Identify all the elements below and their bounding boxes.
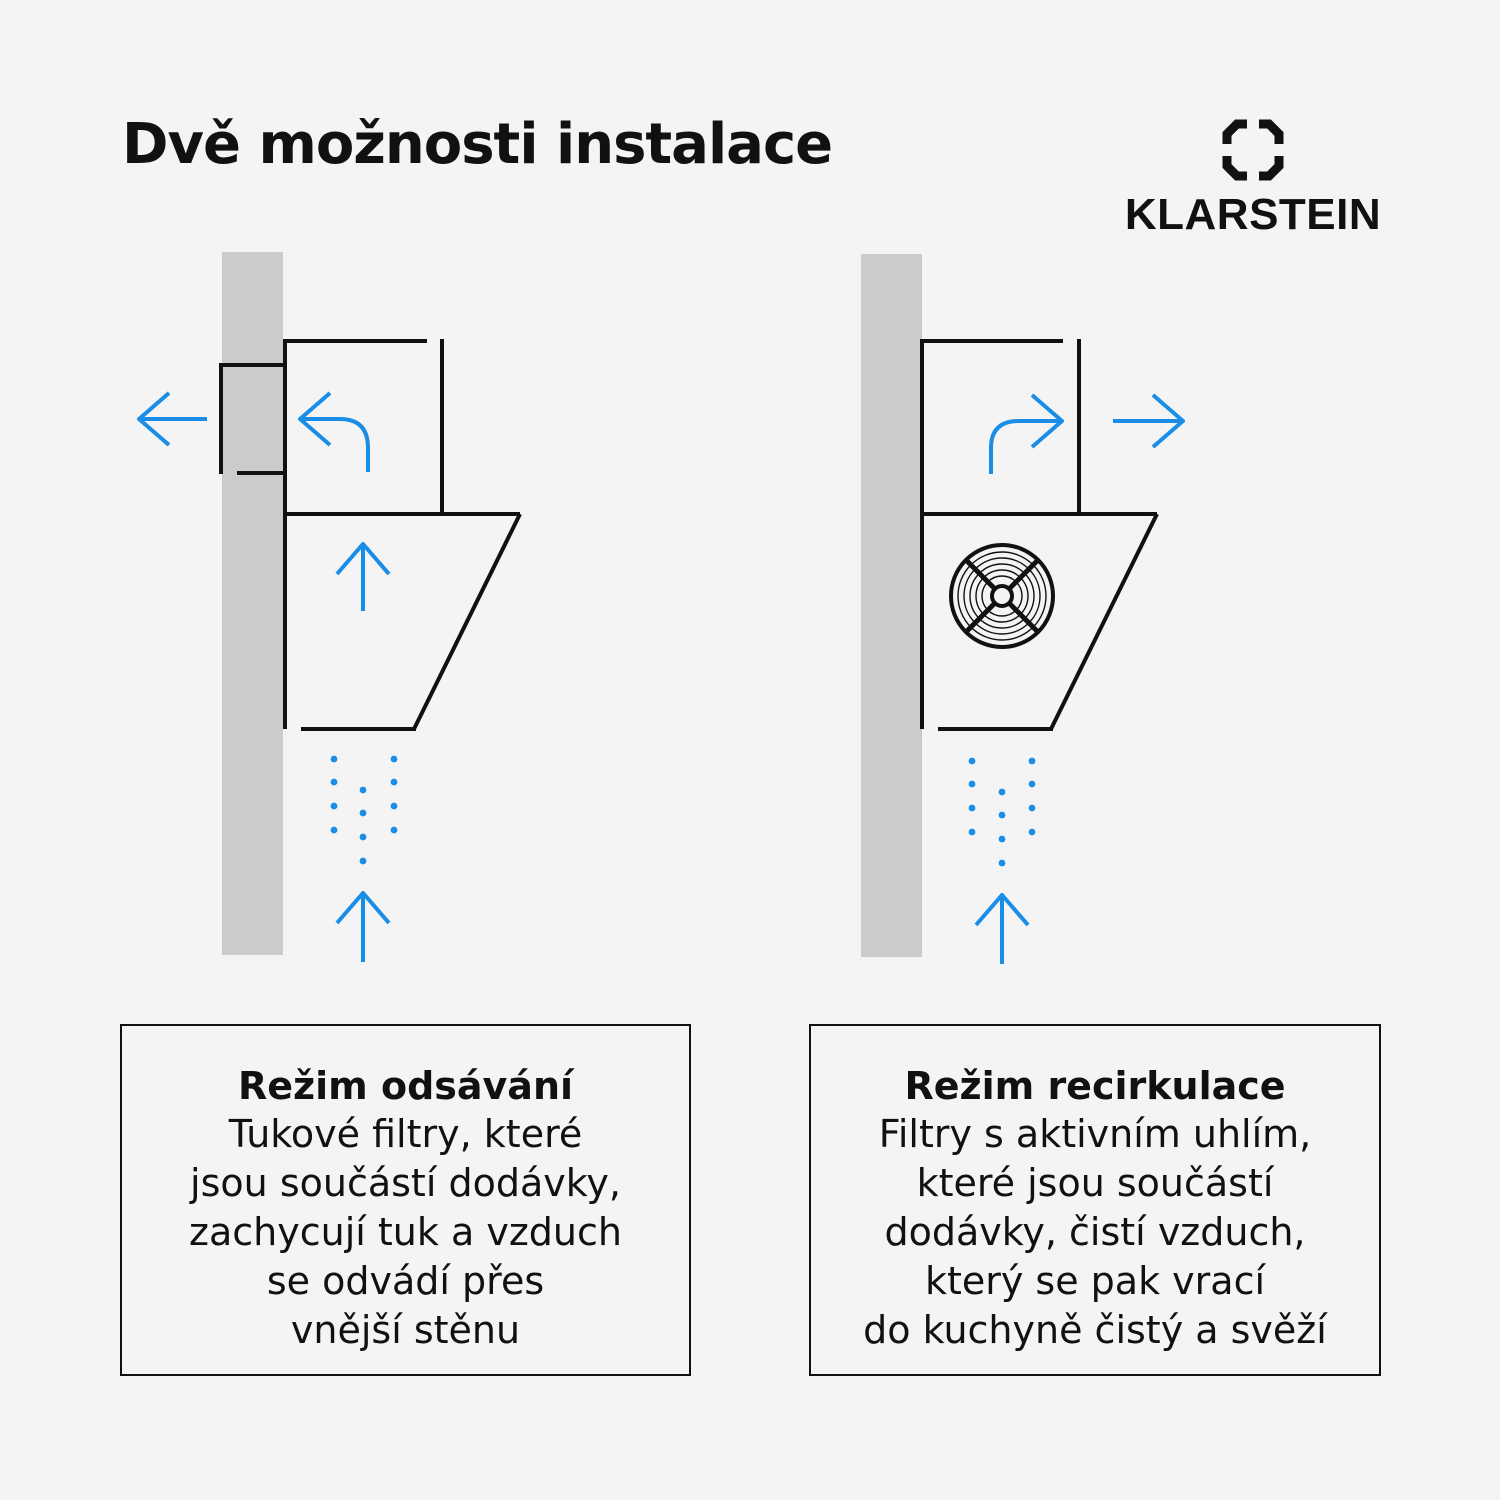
recirculation-mode-caption: Režim recirkulace Filtry s aktivním uhlí…	[809, 1024, 1381, 1376]
caption-line: které jsou součástí	[916, 1161, 1274, 1205]
mode-title: Režim recirkulace	[904, 1064, 1286, 1108]
extraction-mode-caption: Režim odsávání Tukové filtry, které jsou…	[120, 1024, 691, 1376]
brand-logo: KLARSTEIN	[1120, 118, 1386, 248]
caption-line: jsou součástí dodávky,	[190, 1161, 621, 1205]
range-hood-outline	[920, 339, 1159, 731]
caption-line: Tukové filtry, které	[228, 1112, 583, 1156]
caption-line: který se pak vrací	[924, 1259, 1266, 1303]
kitchen-wall	[861, 254, 922, 957]
installation-diagram	[0, 252, 1500, 964]
turn-left-arrow-icon	[300, 419, 370, 472]
brand-name: KLARSTEIN	[1124, 190, 1382, 239]
kitchen-wall	[222, 252, 283, 955]
caption-line: Filtry s aktivním uhlím,	[878, 1112, 1312, 1156]
airflow-arrows	[139, 419, 368, 962]
caption-line: vnější stěnu	[290, 1308, 521, 1352]
caption-line: dodávky, čistí vzduch,	[884, 1210, 1306, 1254]
range-hood-outline	[219, 339, 522, 731]
steam-dots	[330, 755, 398, 865]
airflow-arrows	[991, 421, 1183, 964]
extraction-mode-diagram	[139, 252, 522, 962]
steam-dots	[968, 757, 1036, 867]
fan-icon	[949, 543, 1055, 649]
caption-line: se odvádí přes	[266, 1259, 545, 1303]
caption-line: do kuchyně čistý a svěží	[863, 1308, 1327, 1352]
turn-right-arrow-icon	[989, 421, 1062, 474]
mode-title: Režim odsávání	[237, 1064, 574, 1108]
recirculation-mode-diagram	[861, 254, 1183, 964]
caption-line: zachycují tuk a vzduch	[189, 1210, 622, 1254]
klarstein-logo-icon	[1222, 119, 1284, 181]
page-title: Dvě možnosti instalace	[122, 112, 833, 177]
